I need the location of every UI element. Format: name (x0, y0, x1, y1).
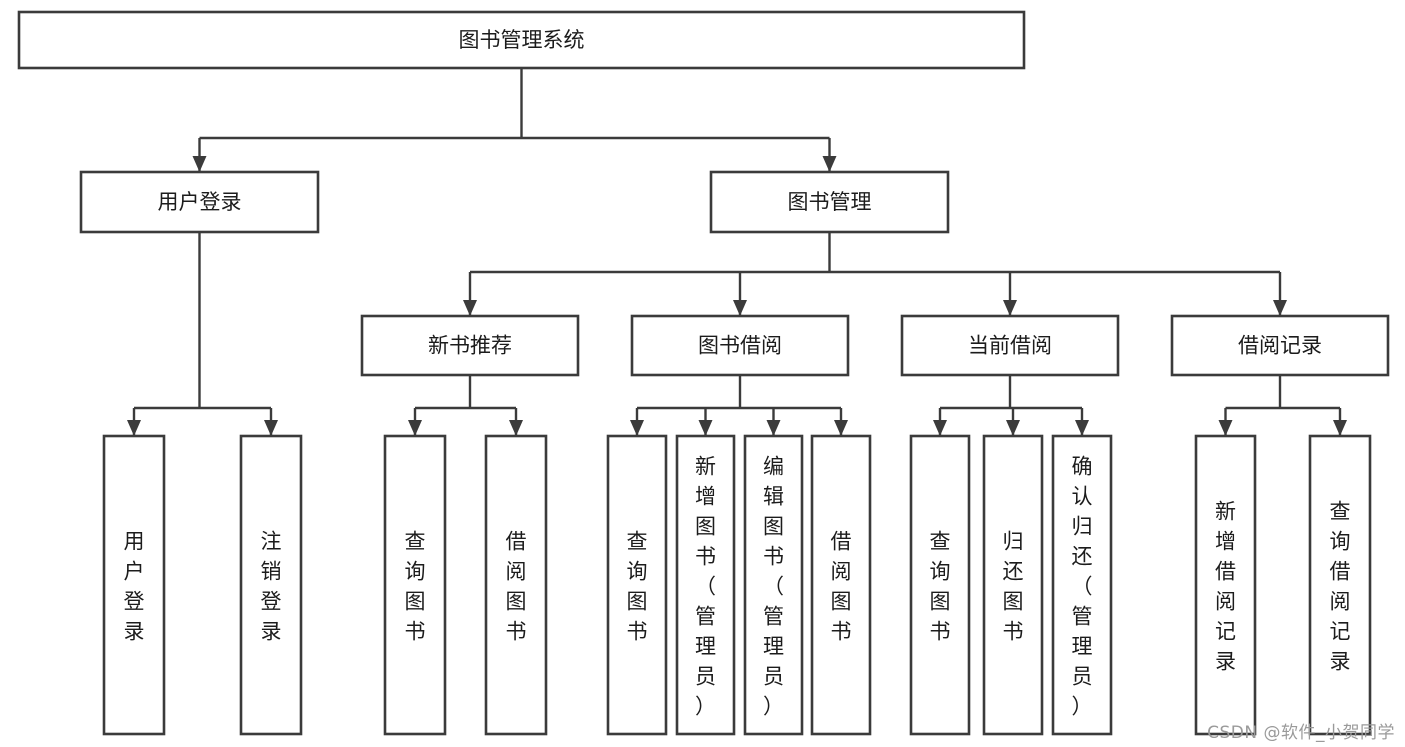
arrow-head-icon (192, 156, 207, 172)
node-leaf-logout[interactable]: 注销登录 (239, 434, 303, 736)
node-box-leaf-user-login (102, 434, 166, 736)
node-label-leaf-query-book-new: 查询图书 (405, 529, 426, 643)
arrow-head-icon (127, 420, 141, 436)
node-leaf-return-book[interactable]: 归还图书 (982, 434, 1044, 736)
connector-group-root (192, 68, 837, 172)
node-label-leaf-add-borrow-record: 新增借阅记录 (1215, 499, 1236, 673)
node-label-leaf-borrow-book-new: 借阅图书 (506, 529, 527, 643)
node-label-current-borrow: 当前借阅 (968, 334, 1052, 358)
connector-group-book-borrow (630, 375, 848, 436)
arrow-head-icon (463, 300, 477, 316)
node-label-leaf-edit-book-admin: 编辑图书（管理员） (763, 454, 784, 718)
node-box-leaf-confirm-return-admin (1051, 434, 1113, 736)
node-box-leaf-query-borrow-record (1308, 434, 1372, 736)
node-box-leaf-add-borrow-record (1194, 434, 1257, 736)
node-layer: 图书管理系统用户登录图书管理新书推荐图书借阅当前借阅借阅记录用户登录注销登录查询… (17, 10, 1390, 736)
arrow-head-icon (698, 420, 713, 436)
arrow-head-icon (1333, 420, 1347, 436)
node-box-leaf-query-book-current (909, 434, 971, 736)
node-user-login[interactable]: 用户登录 (79, 170, 320, 234)
node-current-borrow[interactable]: 当前借阅 (900, 314, 1120, 377)
node-box-leaf-borrow-book (810, 434, 872, 736)
node-label-leaf-logout: 注销登录 (261, 529, 282, 643)
node-new-book-recommend[interactable]: 新书推荐 (360, 314, 580, 377)
node-label-root: 图书管理系统 (459, 28, 585, 52)
arrow-head-icon (1218, 420, 1233, 436)
arrow-head-icon (822, 156, 837, 172)
node-leaf-query-book-borrow[interactable]: 查询图书 (606, 434, 668, 736)
arrow-head-icon (933, 420, 947, 436)
node-box-leaf-edit-book-admin (743, 434, 804, 736)
node-box-book-borrow (630, 314, 850, 377)
node-box-leaf-query-book-new (383, 434, 447, 736)
node-box-current-borrow (900, 314, 1120, 377)
node-box-leaf-query-book-borrow (606, 434, 668, 736)
arrow-head-icon (1006, 420, 1020, 436)
arrow-head-icon (766, 420, 781, 436)
node-book-borrow[interactable]: 图书借阅 (630, 314, 850, 377)
node-label-leaf-query-book-borrow: 查询图书 (627, 529, 648, 643)
connector-group-borrow-record (1218, 375, 1347, 436)
arrow-head-icon (264, 420, 278, 436)
arrow-head-icon (1273, 300, 1287, 316)
node-box-book-management (709, 170, 950, 234)
node-label-leaf-return-book: 归还图书 (1003, 529, 1024, 643)
node-leaf-query-book-current[interactable]: 查询图书 (909, 434, 971, 736)
node-label-leaf-borrow-book: 借阅图书 (831, 529, 852, 643)
arrow-head-icon (834, 420, 848, 436)
node-leaf-edit-book-admin[interactable]: 编辑图书（管理员） (743, 434, 804, 736)
node-label-leaf-confirm-return-admin: 确认归还（管理员） (1072, 454, 1093, 718)
arrow-head-icon (408, 420, 422, 436)
node-root[interactable]: 图书管理系统 (17, 10, 1026, 70)
node-leaf-borrow-book-new[interactable]: 借阅图书 (484, 434, 548, 736)
node-box-new-book-recommend (360, 314, 580, 377)
node-label-leaf-query-book-current: 查询图书 (930, 529, 951, 643)
node-book-management[interactable]: 图书管理 (709, 170, 950, 234)
node-leaf-confirm-return-admin[interactable]: 确认归还（管理员） (1051, 434, 1113, 736)
connector-group-new-book-recommend (408, 375, 523, 436)
node-box-leaf-return-book (982, 434, 1044, 736)
node-leaf-query-book-new[interactable]: 查询图书 (383, 434, 447, 736)
connector-group-current-borrow (933, 375, 1089, 436)
arrow-head-icon (1075, 420, 1089, 436)
node-label-leaf-add-book-admin: 新增图书（管理员） (695, 454, 716, 718)
node-leaf-add-book-admin[interactable]: 新增图书（管理员） (675, 434, 736, 736)
node-label-user-login: 用户登录 (158, 190, 242, 214)
arrow-head-icon (733, 300, 747, 316)
node-label-book-borrow: 图书借阅 (698, 334, 782, 358)
node-box-leaf-add-book-admin (675, 434, 736, 736)
arrow-head-icon (509, 420, 523, 436)
arrow-head-icon (630, 420, 644, 436)
node-leaf-user-login[interactable]: 用户登录 (102, 434, 166, 736)
node-label-borrow-record: 借阅记录 (1238, 334, 1322, 358)
node-borrow-record[interactable]: 借阅记录 (1170, 314, 1390, 377)
node-leaf-borrow-book[interactable]: 借阅图书 (810, 434, 872, 736)
node-leaf-query-borrow-record[interactable]: 查询借阅记录 (1308, 434, 1372, 736)
node-box-user-login (79, 170, 320, 234)
node-leaf-add-borrow-record[interactable]: 新增借阅记录 (1194, 434, 1257, 736)
connector-group-user-login (127, 232, 278, 436)
node-box-borrow-record (1170, 314, 1390, 377)
node-label-book-management: 图书管理 (788, 190, 872, 214)
node-box-root (17, 10, 1026, 70)
connector-layer (127, 68, 1347, 436)
arrow-head-icon (1003, 300, 1017, 316)
node-box-leaf-logout (239, 434, 303, 736)
node-label-leaf-query-borrow-record: 查询借阅记录 (1330, 499, 1351, 673)
connector-group-book-management (463, 232, 1287, 316)
node-label-leaf-user-login: 用户登录 (124, 529, 145, 643)
node-box-leaf-borrow-book-new (484, 434, 548, 736)
node-label-new-book-recommend: 新书推荐 (428, 334, 512, 358)
